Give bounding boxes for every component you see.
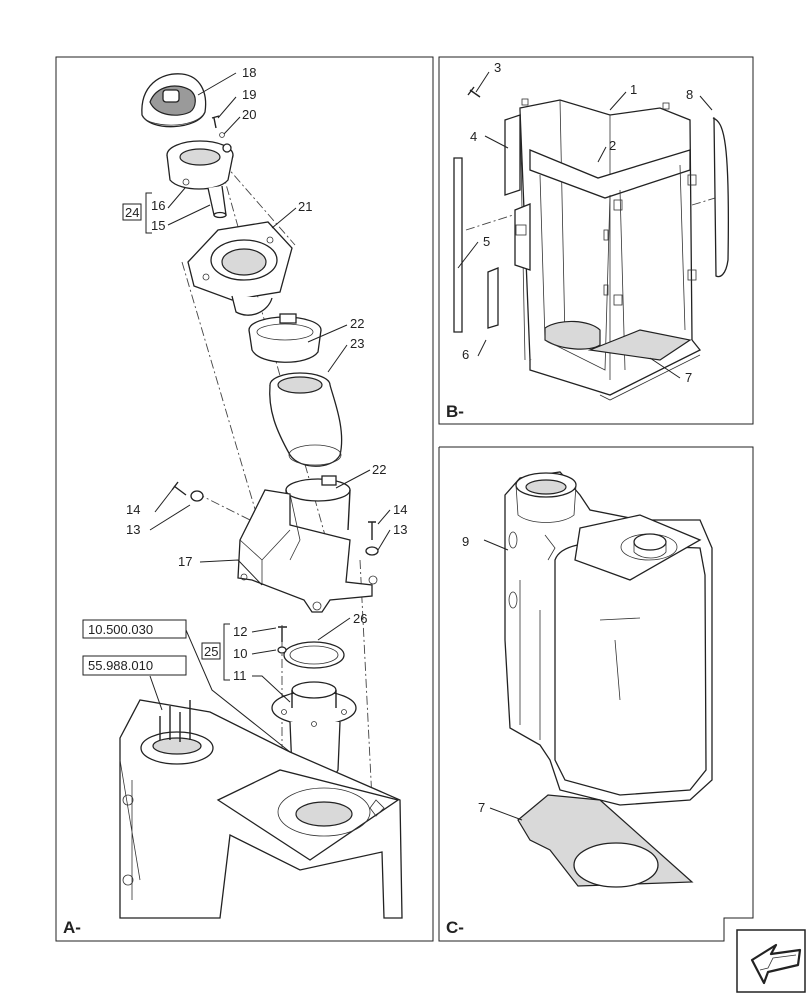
flange-part [271, 681, 357, 783]
reference-box-2[interactable] [82, 655, 187, 676]
inner-frame-part [529, 149, 697, 371]
reference-link-2[interactable]: 55.988.010 [88, 658, 153, 673]
nav-previous-button[interactable] [736, 929, 806, 993]
hose-clamp-lower-part [285, 475, 351, 531]
callout-18: 18 [242, 65, 256, 80]
callout-17: 17 [178, 554, 192, 569]
panel-a-frame [55, 56, 434, 942]
hose-elbow-part [269, 372, 343, 467]
callout-26: 26 [353, 611, 367, 626]
callout-22-upper: 22 [350, 316, 364, 331]
panel-a-label: A- [63, 918, 81, 937]
callout-14-right: 14 [393, 502, 407, 517]
callout-10: 10 [233, 646, 247, 661]
filler-cap-part [141, 73, 207, 128]
tank-part [504, 471, 713, 806]
leader-7-c [489, 807, 523, 821]
filler-neck-part [166, 140, 234, 219]
callout-24-box [122, 203, 142, 221]
leader-9 [483, 539, 509, 551]
callout-25: 25 [204, 644, 218, 659]
panel-a-drawing [119, 73, 403, 919]
panel-a-leaders [145, 72, 391, 753]
panel-c-drawing [504, 471, 713, 888]
panel-b-frame [438, 56, 754, 425]
callout-20: 20 [242, 107, 256, 122]
callout-7-b: 7 [685, 370, 692, 385]
callout-19: 19 [242, 87, 256, 102]
callout-13-left: 13 [126, 522, 140, 537]
arrow-left-icon [750, 943, 802, 985]
callout-9: 9 [462, 534, 469, 549]
callout-3: 3 [494, 60, 501, 75]
callout-16: 16 [151, 198, 165, 213]
callout-22-lower: 22 [372, 462, 386, 477]
callout-23: 23 [350, 336, 364, 351]
hose-clamp-upper-part [248, 313, 322, 363]
panel-b-drawing [453, 86, 730, 401]
reference-link-1[interactable]: 10.500.030 [88, 622, 153, 637]
callout-2: 2 [609, 138, 616, 153]
tank-body-part [119, 699, 403, 919]
callout-7-c: 7 [478, 800, 485, 815]
callout-14-left: 14 [126, 502, 140, 517]
bracket-part [237, 489, 378, 613]
callout-12: 12 [233, 624, 247, 639]
panel-b-leaders [457, 71, 713, 379]
callout-24: 24 [125, 205, 139, 220]
callout-15: 15 [151, 218, 165, 233]
callout-11: 11 [233, 668, 247, 683]
callout-8: 8 [686, 87, 693, 102]
callout-4: 4 [470, 129, 477, 144]
adapter-plate-part [187, 221, 293, 316]
reference-box-1[interactable] [82, 619, 187, 639]
callout-5: 5 [483, 234, 490, 249]
callout-21: 21 [298, 199, 312, 214]
callout-6: 6 [462, 347, 469, 362]
panel-c-frame [438, 446, 754, 942]
callout-1: 1 [630, 82, 637, 97]
base-pad-part [517, 794, 694, 888]
callout-25-box [201, 642, 221, 660]
callout-13-right: 13 [393, 522, 407, 537]
panel-b-label: B- [446, 402, 464, 421]
panel-c-label: C- [446, 918, 464, 937]
